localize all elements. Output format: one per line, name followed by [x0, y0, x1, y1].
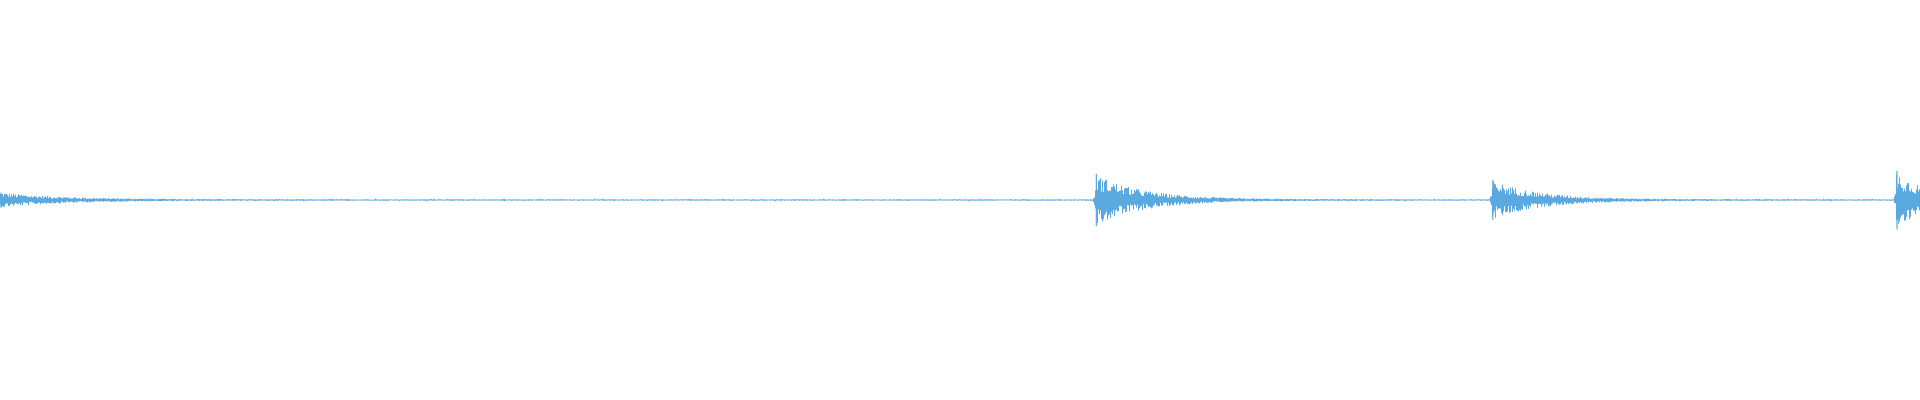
- waveform-trace: [0, 170, 1920, 230]
- waveform-noise-specks: [1, 198, 1920, 202]
